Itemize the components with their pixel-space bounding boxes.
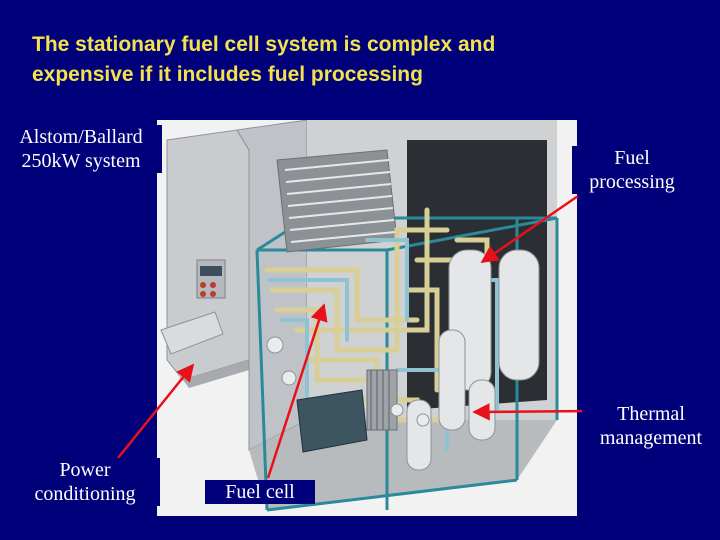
fuel-processing-label-line-2: processing [589,171,675,193]
system-label-line-2: 250kW system [21,150,141,172]
power-conditioning-label: Power conditioning [10,458,160,506]
fuel-processing-arrow [480,194,579,264]
title-line-1: The stationary fuel cell system is compl… [32,33,496,56]
fuel-cell-label: Fuel cell [205,480,315,504]
thermal-label-line-2: management [599,427,703,449]
system-label: Alstom/Ballard 250kW system [0,125,162,173]
fuel-processing-label: Fuel processing [572,146,692,194]
title-line-2: expensive if it includes fuel processing [32,63,423,86]
fuel-cell-system-illustration [157,120,577,516]
fuel-cell-arrow [266,303,328,479]
thermal-management-label: Thermal management [582,402,720,450]
thermal-label-line-1: Thermal [617,403,685,425]
fuel-processing-label-line-1: Fuel [614,147,650,169]
power-conditioning-arrow [117,363,195,459]
system-label-line-1: Alstom/Ballard [19,126,143,148]
power-label-line-2: conditioning [34,483,136,505]
thermal-management-arrow [472,403,593,421]
power-label-line-1: Power [59,459,111,481]
slide-title: The stationary fuel cell system is compl… [32,30,672,90]
